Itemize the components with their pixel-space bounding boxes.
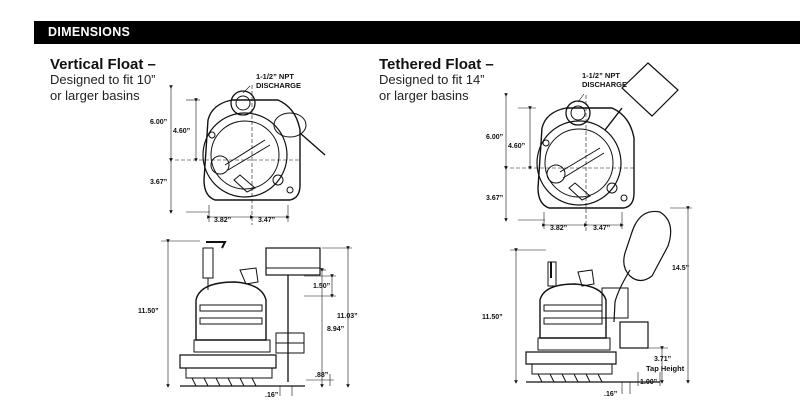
tethered-dim-3-82: 3.82” (550, 225, 567, 232)
tethered-side-view (510, 206, 692, 394)
vertical-float-subtitle-2: or larger basins (50, 88, 140, 103)
tethered-dim-1-00: 1.00” (640, 379, 657, 386)
vertical-dim-0-88: .88” (315, 372, 328, 379)
vertical-dim-3-47: 3.47” (258, 217, 275, 224)
tethered-float-subtitle-1: Designed to fit 14” (379, 72, 485, 87)
vertical-discharge-label-1: 1-1/2” NPT (256, 72, 294, 81)
vertical-top-view (169, 85, 326, 225)
tethered-dim-0-16: .16” (604, 391, 617, 398)
vertical-dim-11-50: 11.50” (138, 308, 159, 315)
section-header: DIMENSIONS (34, 21, 800, 44)
tethered-discharge-label-1: 1-1/2” NPT (582, 71, 620, 80)
vertical-side-view (161, 239, 352, 396)
vertical-dim-3-82: 3.82” (214, 217, 231, 224)
vertical-float-title: Vertical Float – (50, 56, 156, 73)
tethered-dim-14-5: 14.5” (672, 265, 689, 272)
vertical-dim-4-60: 4.60” (173, 128, 190, 135)
tethered-float-subtitle-2: or larger basins (379, 88, 469, 103)
tethered-dim-3-67: 3.67” (486, 195, 503, 202)
tethered-dim-3-71: 3.71” (654, 356, 671, 363)
tethered-top-view (504, 62, 679, 232)
vertical-discharge-label-2: DISCHARGE (256, 81, 301, 90)
vertical-dim-6-00: 6.00” (150, 119, 167, 126)
tethered-dim-3-47: 3.47” (593, 225, 610, 232)
vertical-float-subtitle-1: Designed to fit 10” (50, 72, 156, 87)
tethered-tap-height-label: Tap Height (646, 364, 685, 373)
tethered-float-title: Tethered Float – (379, 56, 494, 73)
vertical-dim-1-50: 1.50” (313, 283, 330, 290)
tethered-dim-11-50: 11.50” (482, 314, 503, 321)
tethered-dim-4-60: 4.60” (508, 143, 525, 150)
tethered-discharge-label-2: DISCHARGE (582, 80, 627, 89)
section-title: DIMENSIONS (48, 25, 131, 39)
vertical-dim-0-16: .16” (265, 392, 278, 399)
vertical-dim-11-03: 11.03” (337, 313, 358, 320)
tethered-dim-6-00: 6.00” (486, 134, 503, 141)
vertical-dim-8-94: 8.94” (327, 326, 344, 333)
vertical-dim-3-67: 3.67” (150, 179, 167, 186)
